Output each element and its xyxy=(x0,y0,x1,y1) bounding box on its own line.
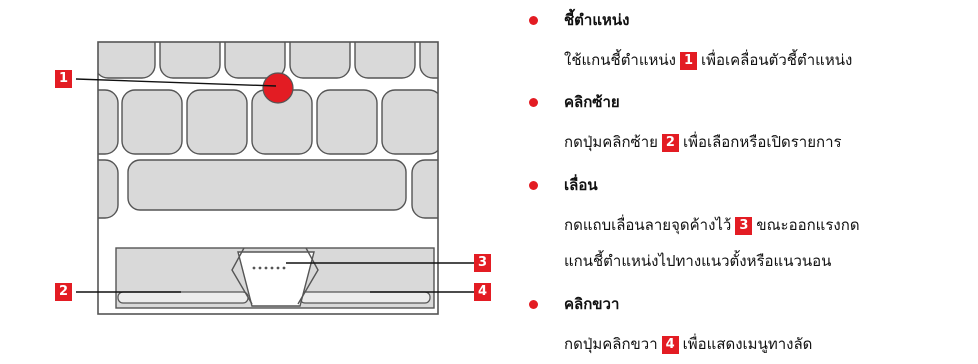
heading-pointing: ชี้ตำแหน่ง xyxy=(564,11,630,29)
bullet-dot-icon xyxy=(529,98,538,107)
bullet-dot-icon xyxy=(529,16,538,25)
badge-2: 2 xyxy=(661,134,679,152)
heading-left-click: คลิกซ้าย xyxy=(564,93,620,111)
trackpoint-diagram: 1 2 3 4 xyxy=(55,41,491,315)
badge-1: 1 xyxy=(680,52,697,70)
desc-text: ใช้แกนชี้ตำแหน่ง xyxy=(564,51,676,69)
callout-2: 2 xyxy=(55,283,72,301)
desc-text: กดปุ่มคลิกขวา xyxy=(564,335,658,353)
desc-text: เพื่อแสดงเมนูทางลัด xyxy=(682,335,813,353)
touchpad-buttons xyxy=(115,247,435,309)
badge-3: 3 xyxy=(735,217,753,235)
desc-text: กดปุ่มคลิกซ้าย xyxy=(564,133,658,151)
badge-4: 4 xyxy=(661,336,679,354)
desc-scroll-line2: แกนชี้ตำแหน่งไปทางแนวตั้งหรือแนวนอน xyxy=(564,252,832,270)
heading-scroll: เลื่อน xyxy=(564,176,598,194)
desc-text: เพื่อเลือกหรือเปิดรายการ xyxy=(682,133,842,151)
heading-right-click: คลิกขวา xyxy=(564,295,620,313)
callout-3: 3 xyxy=(474,254,491,272)
bullet-dot-icon xyxy=(529,181,538,190)
callout-4: 4 xyxy=(474,283,491,301)
desc-text: กดแถบเลื่อนลายจุดค้างไว้ xyxy=(564,216,732,234)
desc-text: เพื่อเคลื่อนตัวชี้ตำแหน่ง xyxy=(701,51,853,69)
keyboard-illustration xyxy=(75,41,474,315)
trackpoint-cap xyxy=(262,72,294,104)
desc-text: ขณะออกแรงกด xyxy=(756,216,860,234)
bullet-dot-icon xyxy=(529,300,538,309)
callout-1: 1 xyxy=(55,70,72,88)
